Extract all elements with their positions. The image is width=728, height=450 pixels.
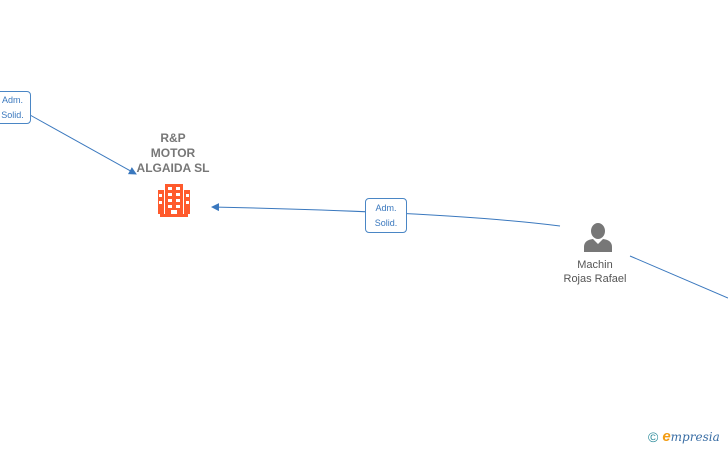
copyright-icon: © (648, 429, 659, 445)
relation-label-left[interactable]: Adm. Solid. (0, 91, 31, 124)
company-name[interactable]: R&P MOTOR ALGAIDA SL (108, 131, 238, 176)
relation-label-line: Adm. (1, 95, 23, 105)
company-name-line: R&P (160, 131, 186, 145)
person-name-line: Machin (577, 259, 613, 271)
brand-initial: e (662, 428, 671, 445)
brand-name: mpresia (670, 430, 720, 444)
person-name[interactable]: Machin Rojas Rafael (535, 258, 655, 286)
company-name-line: MOTOR (150, 146, 196, 160)
relation-label-line: Adm. (375, 203, 397, 213)
footer-brand: © empresia (648, 428, 728, 446)
person-name-line: Rojas Rafael (563, 273, 627, 285)
person-icon[interactable] (583, 222, 613, 252)
building-icon[interactable] (158, 184, 190, 218)
brand-logo: empresia (662, 428, 719, 446)
edge-person-to-company (211, 203, 561, 227)
company-name-line: ALGAIDA SL (136, 161, 210, 175)
edge-right-to-person (629, 255, 728, 299)
relation-label-line: Solid. (1, 110, 24, 120)
relation-label-line: Solid. (374, 218, 398, 228)
relation-label-middle[interactable]: Adm. Solid. (365, 198, 407, 233)
edge-left-to-company (29, 114, 137, 175)
